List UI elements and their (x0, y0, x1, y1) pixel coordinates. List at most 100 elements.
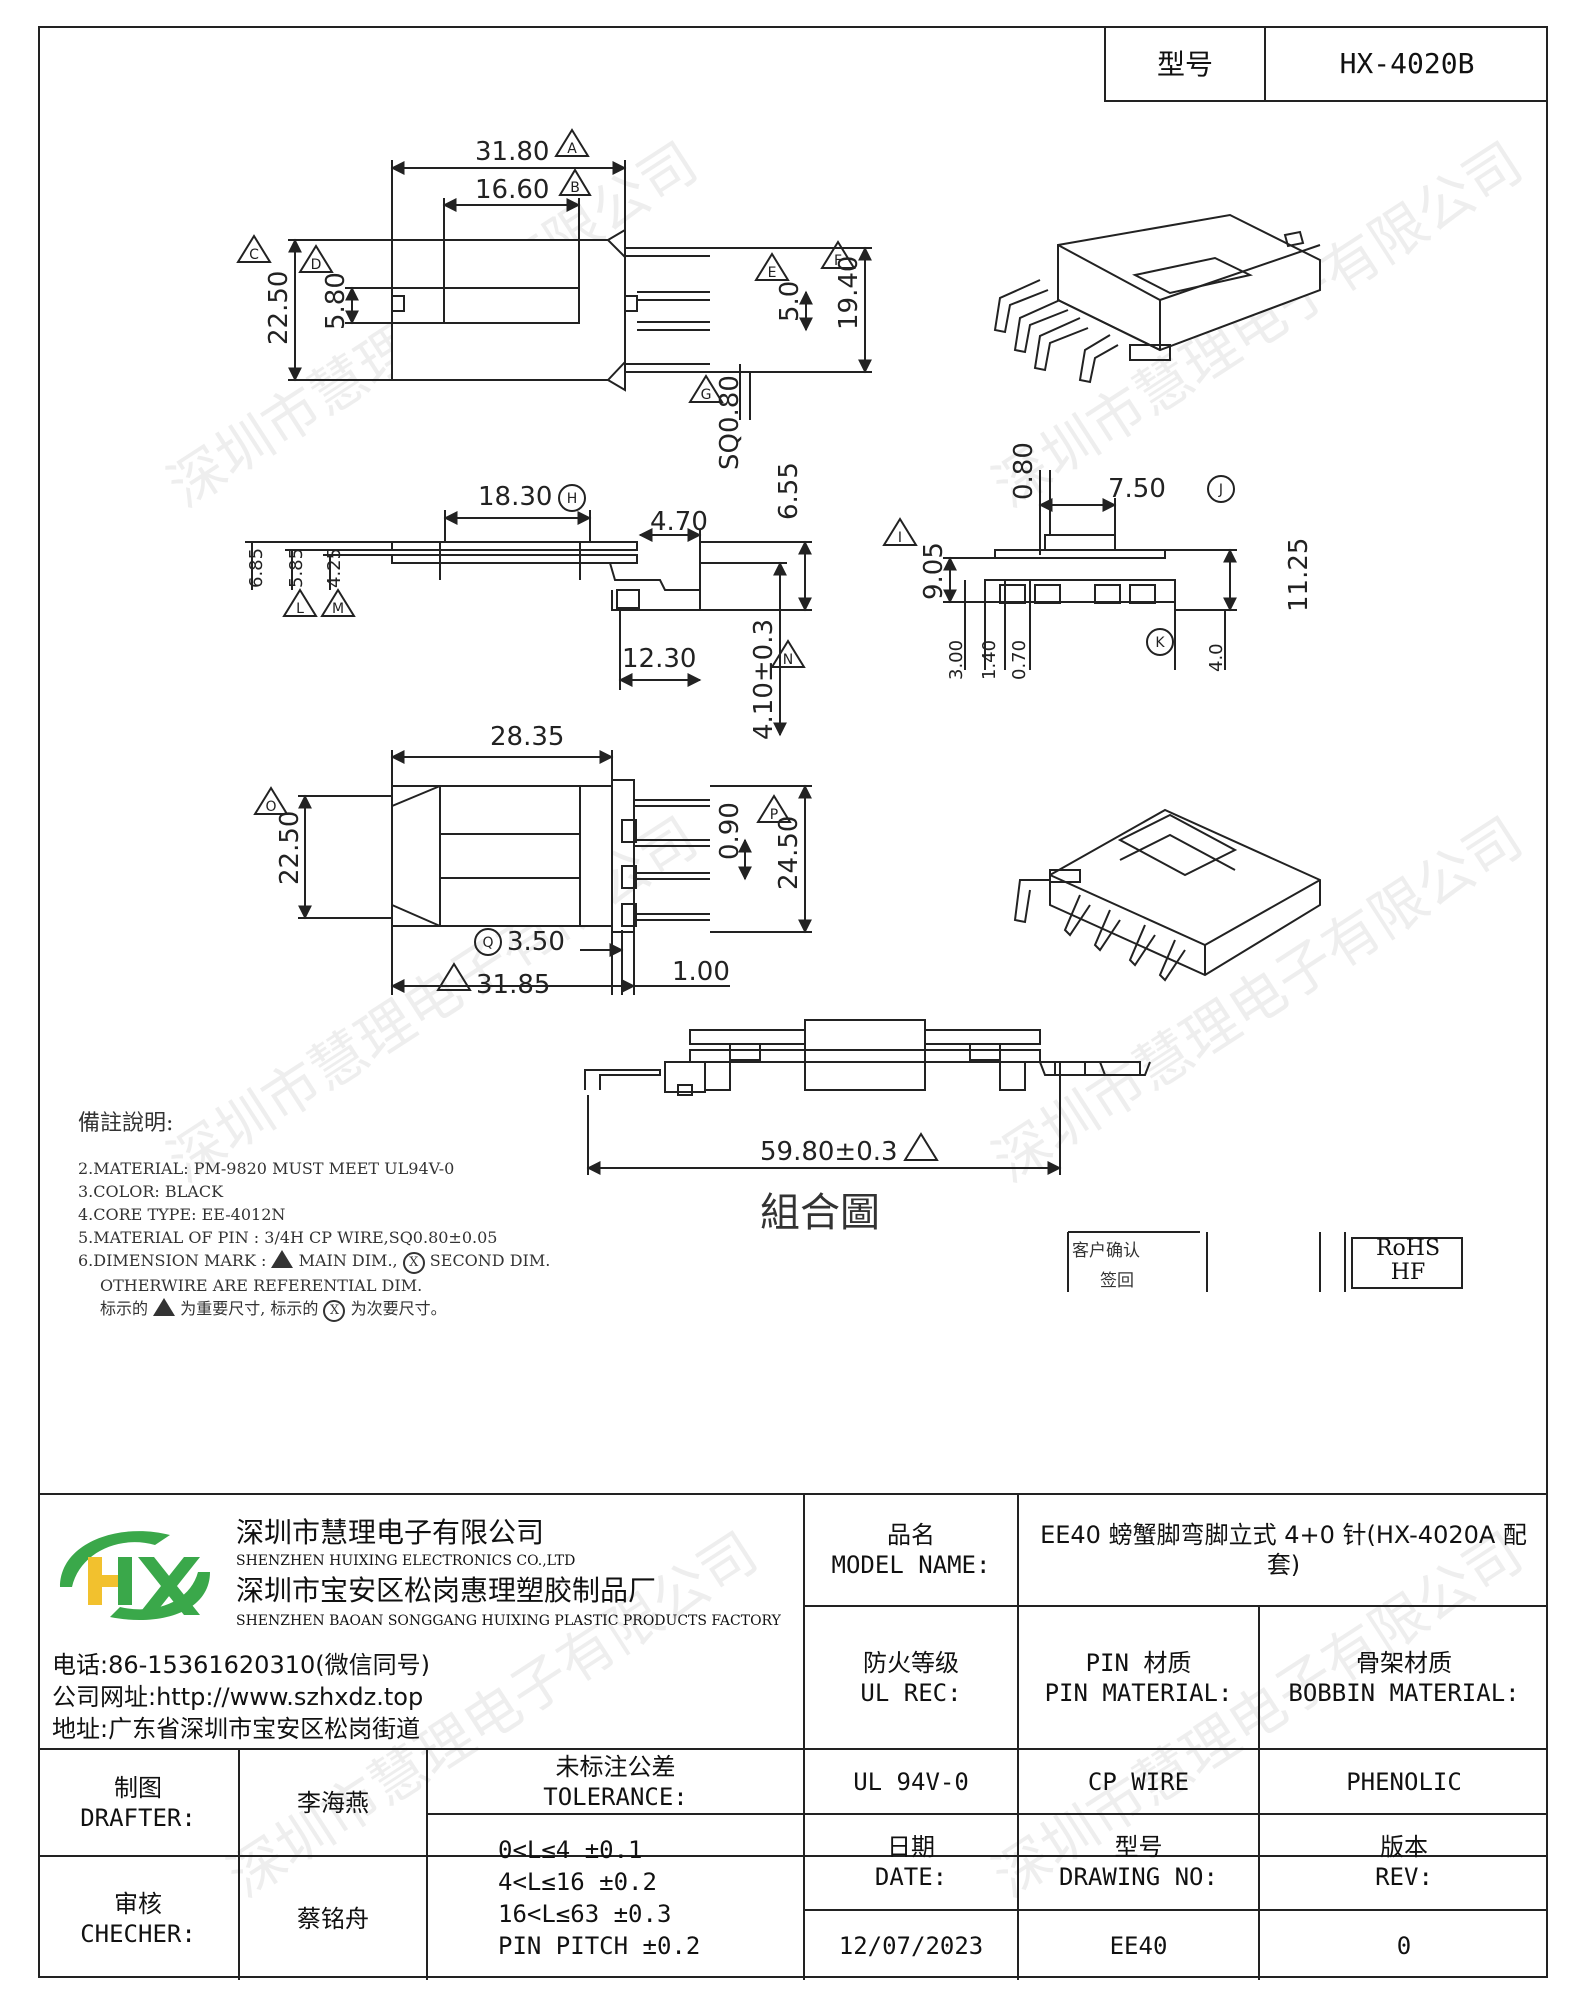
svg-text:C: C (249, 247, 259, 263)
model-value: HX-4020B (1339, 46, 1475, 80)
dim-24-50: 24.50 (774, 816, 804, 890)
company-address: 地址:广东省深圳市宝安区松岗街道 (52, 1715, 421, 1743)
notes-heading: 備註說明: (78, 1111, 174, 1136)
company-name-cn: 深圳市慧理电子有限公司 (236, 1516, 545, 1549)
dim-7-50: 7.50 (1108, 474, 1166, 504)
notes: 備註說明: 2.MATERIAL: PM-9820 MUST MEET UL94… (78, 1112, 550, 1322)
pin-value: CP WIRE (1087, 1767, 1190, 1796)
dim-0-80: 0.80 (1009, 442, 1039, 500)
svg-text:M: M (332, 601, 344, 617)
note-5: 5.MATERIAL OF PIN : 3/4H CP WIRE,SQ0.80±… (78, 1228, 498, 1247)
note-7: 标示的 为重要尺寸, 标示的 X 为次要尺寸。 (78, 1297, 550, 1322)
svg-text:P: P (770, 807, 778, 823)
svg-text:K: K (1155, 635, 1165, 651)
note-2: 2.MATERIAL: PM-9820 MUST MEET UL94V-0 (78, 1159, 455, 1178)
end-view (943, 470, 1237, 670)
ul-value: UL 94V-0 (853, 1767, 969, 1796)
factory-name-cn: 深圳市宝安区松岗惠理塑胶制品厂 (236, 1574, 657, 1607)
main-dim-mark (153, 1298, 176, 1316)
svg-text:A: A (567, 141, 577, 157)
main-dim-mark (271, 1250, 294, 1268)
dim-4-10: 4.10±0.3 (749, 619, 779, 740)
dim-59-80: 59.80±0.3 (760, 1137, 898, 1167)
dim-5-80: 5.80 (321, 272, 351, 330)
dim-3-50: 3.50 (507, 927, 565, 957)
drafter-name: 李海燕 (297, 1788, 369, 1817)
iso-view-bottom (1013, 808, 1321, 982)
bobbin-value: PHENOLIC (1346, 1767, 1462, 1796)
svg-text:L: L (296, 601, 304, 617)
svg-text:D: D (311, 257, 322, 273)
company-phone: 电话:86-15361620310(微信同号) (52, 1651, 430, 1679)
mark-letters: A B C D E F G H I J K L M N O P Q (249, 141, 1223, 951)
approval-line2: 签回 (1100, 1271, 1134, 1291)
svg-text:F: F (834, 253, 842, 269)
dim-11-25: 11.25 (1284, 538, 1314, 612)
iso-view-top (993, 213, 1321, 384)
svg-text:O: O (265, 799, 276, 815)
tolerance-values: 0<L≤4 ±0.1 4<L≤16 ±0.2 16<L≤63 ±0.3 PIN … (498, 1835, 701, 1960)
dim-16-60: 16.60 (475, 175, 549, 205)
dim-12-30: 12.30 (622, 644, 696, 674)
drawing-no-value: EE40 (1109, 1931, 1168, 1960)
dim-6-55: 6.55 (774, 462, 804, 520)
approval-line1: 客户确认 (1072, 1241, 1140, 1261)
svg-text:I: I (898, 530, 902, 546)
company-web: 公司网址:http://www.szhxdz.top (52, 1683, 424, 1711)
dimension-marks (236, 128, 1235, 1161)
assembly-title: 組合圖 (760, 1190, 880, 1236)
company-logo (60, 1531, 210, 1620)
note-6: 6.DIMENSION MARK : MAIN DIM., X SECOND D… (78, 1249, 550, 1274)
assembly-view (584, 1019, 1151, 1175)
dim-1-40: 1.40 (979, 640, 1000, 680)
dim-5-0: 5.0 (775, 281, 805, 322)
svg-text:N: N (783, 652, 793, 668)
svg-text:J: J (1218, 482, 1223, 498)
dim-18-30: 18.30 (478, 482, 552, 512)
dim-4-70: 4.70 (650, 507, 708, 537)
svg-text:H: H (567, 491, 578, 507)
title-block: 深圳市慧理电子有限公司 SHENZHEN HUIXING ELECTRONICS… (38, 1493, 1548, 1980)
note-4: 4.CORE TYPE: EE-4012N (78, 1205, 286, 1224)
second-dim-mark: X (402, 1252, 425, 1274)
date-value: 12/07/2023 (838, 1931, 984, 1960)
company-name-en: SHENZHEN HUIXING ELECTRONICS CO.,LTD (236, 1553, 576, 1569)
dim-31-80: 31.80 (475, 137, 549, 167)
dim-22-50: 22.50 (264, 271, 294, 345)
dim-9-05: 9.05 (919, 542, 949, 600)
note-3: 3.COLOR: BLACK (78, 1182, 224, 1201)
drawing-frame (38, 26, 1548, 1978)
dim-28-35: 28.35 (490, 722, 564, 752)
dim-22-50-bottom: 22.50 (275, 811, 305, 885)
bottom-view (298, 750, 812, 995)
dim-sq0-80: SQ0.80 (715, 375, 745, 470)
rev-value: 0 (1396, 1931, 1412, 1960)
dim-0-70: 0.70 (1009, 640, 1030, 680)
dim-4-0: 4.0 (1206, 643, 1227, 672)
dim-1-00: 1.00 (672, 957, 730, 987)
dim-3-00: 3.00 (946, 640, 967, 680)
dim-31-85: 31.85 (476, 970, 550, 1000)
svg-text:Q: Q (482, 935, 493, 951)
note-6b: OTHERWIRE ARE REFERENTIAL DIM. (100, 1276, 423, 1295)
second-dim-mark: X (323, 1300, 346, 1322)
side-view (245, 510, 812, 737)
model-name-value: EE40 螃蟹脚弯脚立式 4+0 针(HX-4020A 配套) (1040, 1521, 1527, 1579)
rohs-label: RoHS (1375, 1236, 1441, 1261)
top-view (288, 160, 872, 420)
svg-text:G: G (701, 387, 712, 403)
svg-text:B: B (570, 180, 580, 196)
dim-19-40: 19.40 (834, 256, 864, 330)
model-label: 型号 (1106, 26, 1266, 100)
